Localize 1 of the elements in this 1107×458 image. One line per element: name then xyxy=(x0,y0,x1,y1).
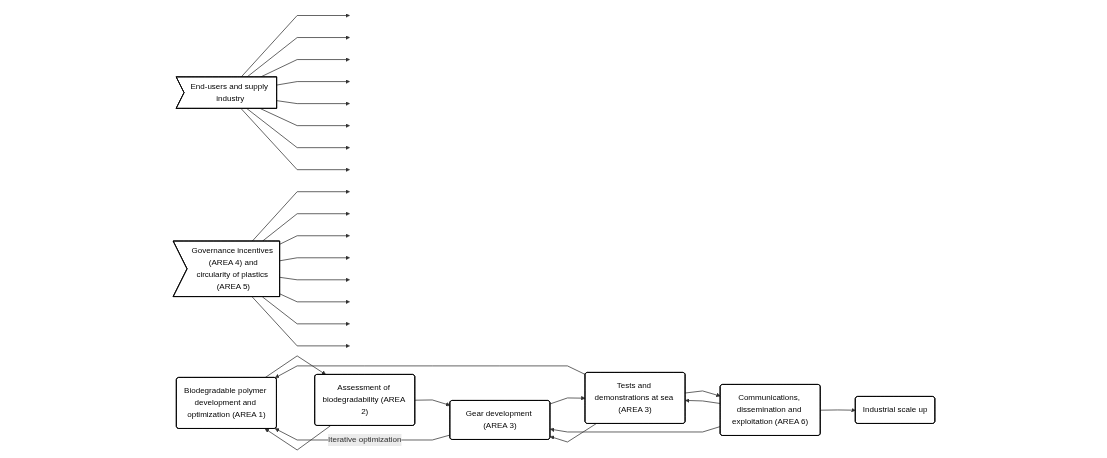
edge-label: Iterative optimization xyxy=(327,435,401,444)
